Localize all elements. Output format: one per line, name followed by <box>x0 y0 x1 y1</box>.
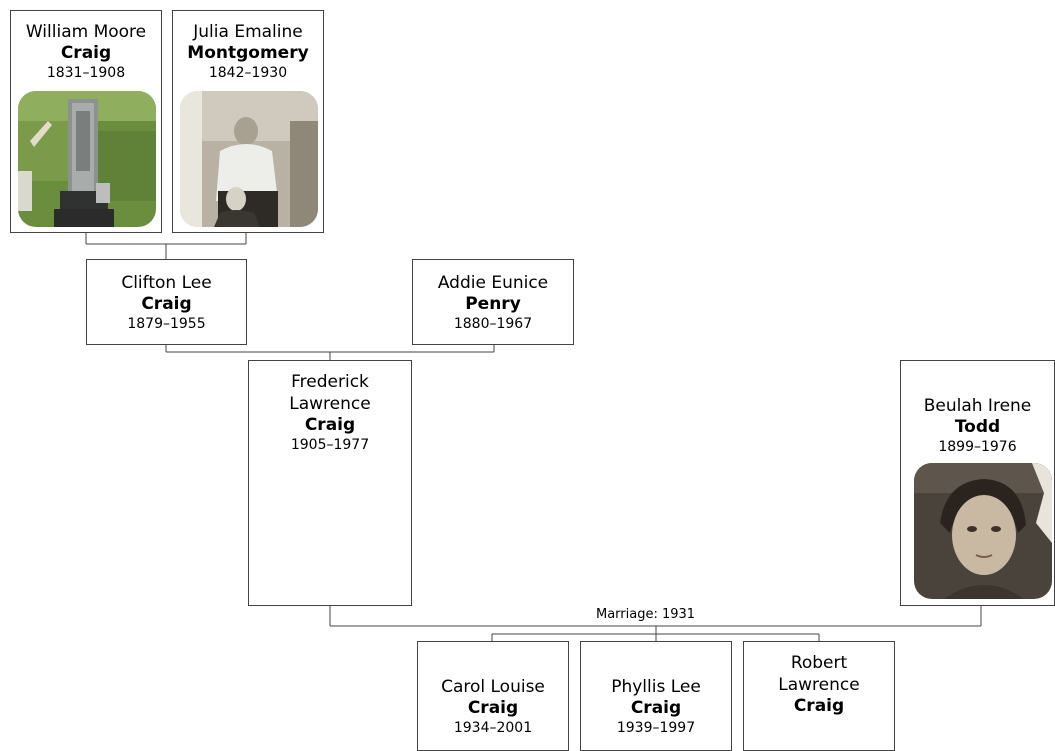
person-card-clifton-lee-craig[interactable]: Clifton Lee Craig 1879–1955 <box>86 259 247 345</box>
surname: Craig <box>630 698 682 718</box>
life-dates: 1880–1967 <box>453 316 533 332</box>
person-card-frederick-lawrence-craig[interactable]: Frederick Lawrence Craig 1905–1977 <box>248 360 412 606</box>
person-card-phyllis-lee-craig[interactable]: Phyllis Lee Craig 1939–1997 <box>580 641 732 751</box>
gravestone-photo <box>18 91 156 227</box>
given-name: Frederick Lawrence <box>289 372 371 414</box>
given-name: Clifton Lee <box>121 273 212 293</box>
person-card-julia-emaline-montgomery[interactable]: Julia Emaline Montgomery 1842–1930 <box>172 10 324 233</box>
given-name: Robert Lawrence <box>778 653 860 695</box>
surname: Craig <box>304 415 356 435</box>
person-card-robert-lawrence-craig[interactable]: Robert Lawrence Craig <box>743 641 895 751</box>
portrait-photo <box>914 463 1052 599</box>
portrait-photo <box>180 91 318 227</box>
life-dates: 1842–1930 <box>208 65 288 81</box>
surname: Craig <box>793 696 845 716</box>
given-name: Addie Eunice <box>437 273 549 293</box>
person-card-william-moore-craig[interactable]: William Moore Craig 1831–1908 <box>10 10 162 233</box>
life-dates: 1939–1997 <box>616 720 696 736</box>
life-dates: 1899–1976 <box>938 439 1017 455</box>
given-name: Carol Louise <box>441 677 545 697</box>
person-card-addie-eunice-penry[interactable]: Addie Eunice Penry 1880–1967 <box>412 259 574 345</box>
life-dates: 1879–1955 <box>127 316 206 332</box>
life-dates: 1831–1908 <box>46 65 126 81</box>
given-name: Phyllis Lee <box>611 677 701 697</box>
surname: Craig <box>60 43 112 63</box>
life-dates: 1934–2001 <box>453 720 533 736</box>
life-dates: 1905–1977 <box>290 437 370 453</box>
surname: Penry <box>465 294 521 314</box>
given-name: William Moore <box>25 22 147 42</box>
surname: Montgomery <box>187 43 309 63</box>
person-card-carol-louise-craig[interactable]: Carol Louise Craig 1934–2001 <box>417 641 569 751</box>
marriage-label: Marriage: 1931 <box>594 606 698 623</box>
given-name: Julia Emaline <box>193 22 303 42</box>
surname: Craig <box>141 294 192 314</box>
surname: Craig <box>467 698 519 718</box>
person-card-beulah-irene-todd[interactable]: Beulah Irene Todd 1899–1976 <box>900 360 1055 606</box>
given-name: Beulah Irene <box>923 396 1032 416</box>
surname: Todd <box>954 417 1001 437</box>
